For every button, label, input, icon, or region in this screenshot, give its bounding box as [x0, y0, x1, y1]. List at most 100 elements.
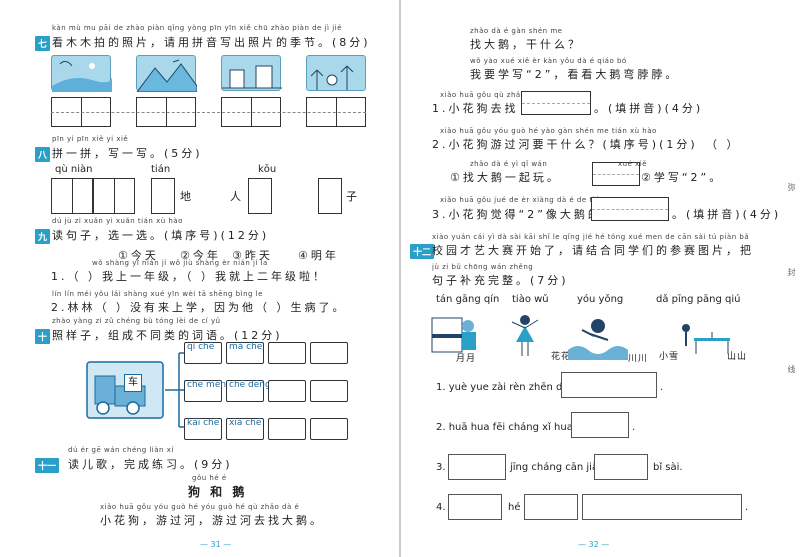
r-o1-pinyin: zhǎo dà é yì qǐ wán — [470, 160, 548, 168]
r-q1-tail: 。(填拼音)(4分) — [594, 102, 704, 115]
s12-a4-num: 4. — [436, 502, 446, 513]
s12-a3-box1[interactable] — [448, 454, 506, 480]
s8-instruction: 拼一拼，写一写。(5分) — [52, 147, 203, 160]
name-4: 小雪 — [659, 352, 680, 362]
s9-option-3: ③昨天 — [232, 249, 273, 262]
act-3: yóu yǒng — [577, 294, 624, 305]
s9-pinyin: dú jù zi xuǎn yi xuǎn tián xù hào — [52, 217, 183, 225]
photo-1 — [51, 55, 112, 92]
car-r2-2: chē dēng — [226, 380, 271, 402]
s7-pinyin: kàn mù mu pāi de zhào piàn qǐng yòng pīn… — [52, 24, 342, 32]
s8-word3-pinyin: kōu — [258, 164, 277, 175]
car-r1-3[interactable] — [268, 342, 306, 364]
name-5: 山山 — [727, 352, 748, 362]
s10-number: 十 — [35, 329, 51, 344]
r-q3-tail: 。(填拼音)(4分) — [672, 208, 782, 221]
car-r3-4[interactable] — [310, 418, 348, 440]
s11-number: 十一 — [35, 458, 60, 473]
s9-number: 九 — [35, 229, 51, 244]
s12-a1: 1. yuè yue zài rèn zhēn de — [436, 382, 569, 393]
s12-pinyin2: jù zi bǔ chōng wán zhěng — [432, 263, 534, 271]
name-3: 川川 — [628, 354, 649, 364]
act-4: dǎ pīng pāng qiú — [656, 294, 741, 305]
s8-box-3[interactable] — [151, 178, 175, 214]
s12-a2-box[interactable] — [571, 412, 629, 438]
s12-number: 十二 — [410, 244, 435, 259]
s8-box-1[interactable] — [51, 178, 93, 214]
s9-q1[interactable]: 1.（ ）我上一年级，（ ）我就上二年级啦！ — [51, 270, 327, 283]
s8-word2-pinyin: tián — [151, 164, 171, 175]
s11-line: 小花狗，游过河，游过河去找大鹅。 — [100, 514, 324, 527]
r-q2-pinyin: xiǎo huā gǒu yóu guò hé yào gàn shén me … — [440, 127, 657, 135]
car-r3-3[interactable] — [268, 418, 306, 440]
s12-instruction2: 句子补充完整。(7分) — [432, 274, 569, 287]
car-r1-4[interactable] — [310, 342, 348, 364]
car-r2-3[interactable] — [268, 380, 306, 402]
r-q3-box[interactable] — [591, 197, 669, 221]
s8-char-1: 地 — [180, 190, 194, 203]
side-mark-3: 线 — [787, 365, 796, 373]
s8-box-4[interactable] — [248, 178, 272, 214]
s11-title: 狗 和 鹅 — [188, 485, 248, 499]
s12-pinyin: xiào yuán cái yì dà sài kāi shǐ le qǐng … — [432, 233, 750, 241]
s12-a2-dot: . — [632, 422, 636, 433]
s12-a3-box2[interactable] — [594, 454, 648, 480]
pingpong-picture — [682, 324, 730, 354]
s9-option-4: ④明年 — [298, 249, 339, 262]
r-q3-text: 3.小花狗觉得“2”像大鹅的 — [432, 208, 602, 221]
s12-a4-dot: . — [745, 502, 749, 513]
photo-3 — [221, 55, 282, 91]
s8-word1-pinyin: qù niàn — [55, 164, 93, 175]
car-r1-1: qì chē — [184, 342, 222, 364]
s12-a4-box2[interactable] — [524, 494, 578, 520]
s8-number: 八 — [35, 147, 51, 162]
page-number-right: — 32 — — [578, 540, 610, 549]
s12-a4-box3[interactable] — [582, 494, 742, 520]
car-r1-2: mǎ chē — [226, 342, 264, 364]
s12-a3-mid: jīng cháng cān jiā — [510, 462, 599, 473]
s8-box-2[interactable] — [93, 178, 135, 214]
s12-a1-box[interactable] — [561, 372, 657, 398]
r-q1-text: 1.小花狗去找 — [432, 102, 519, 115]
side-mark-2: 封 — [787, 268, 796, 276]
s12-a4-box1[interactable] — [448, 494, 502, 520]
s9-q1-pinyin: wǒ shàng yī nián jí wǒ jiù shàng èr nián… — [92, 259, 268, 267]
r-o1: ①找大鹅一起玩。 — [450, 171, 561, 184]
r-q1-box[interactable] — [521, 91, 591, 115]
engine-label: 车 — [124, 374, 142, 392]
s7-instruction: 看木木拍的照片，请用拼音写出照片的季节。(8分) — [52, 36, 371, 49]
name-2: 花花 — [551, 352, 572, 362]
photo-4 — [306, 55, 366, 91]
name-1: 月月 — [456, 354, 477, 364]
s9-option-1: ①今天 — [118, 249, 159, 262]
r-q2-paren[interactable]: （ ） — [706, 138, 741, 151]
r-l1: 找大鹅，干什么？ — [470, 38, 582, 51]
side-mark-1: 弥 — [787, 183, 796, 191]
s12-a1-dot: . — [660, 382, 664, 393]
r-q2: 2.小花狗游过河要干什么？(填序号)(1分) — [432, 138, 698, 151]
s11-pinyin: dú ér gē wán chéng liàn xí — [68, 446, 174, 454]
s12-a3-tail: bǐ sài. — [653, 462, 683, 473]
r-l1-pinyin: zhǎo dà é gàn shén me — [470, 27, 563, 35]
car-r3-2: xià chē — [226, 418, 264, 440]
r-l2-pinyin: wǒ yào xué xiě èr kàn yǒu dà é qiáo bó — [470, 57, 627, 65]
s11-title-pinyin: gǒu hé é — [192, 474, 227, 482]
r-o2: ②学写“2”。 — [641, 171, 724, 184]
s9-q2[interactable]: 2.林林（ ）没有来上学，因为他（ ）生病了。 — [51, 301, 347, 314]
s12-a3-num: 3. — [436, 462, 446, 473]
car-r3-1: kāi chē — [184, 418, 222, 440]
page-divider — [399, 0, 401, 557]
s11-instruction: 读儿歌，完成练习。(9分) — [68, 458, 233, 471]
s11-line-pinyin: xiǎo huā gǒu yóu guò hé yóu guò hé qù zh… — [100, 503, 300, 511]
s9-option-2: ②今年 — [180, 249, 221, 262]
piano-picture — [431, 317, 476, 353]
s8-pinyin: pīn yi pīn xiě yi xiě — [52, 135, 129, 143]
car-r2-4[interactable] — [310, 380, 348, 402]
r-o2-pinyin: xué xiě — [618, 160, 648, 168]
s8-box-5[interactable] — [318, 178, 342, 214]
s8-char-3: 子 — [346, 190, 360, 203]
act-2: tiào wǔ — [512, 294, 549, 305]
r-q1-pinyin: xiǎo huā gǒu qù zhǎo tián pīn yīn — [440, 91, 574, 99]
s8-char-2: 人 — [230, 190, 244, 203]
s12-a4-he: hé — [508, 502, 521, 513]
